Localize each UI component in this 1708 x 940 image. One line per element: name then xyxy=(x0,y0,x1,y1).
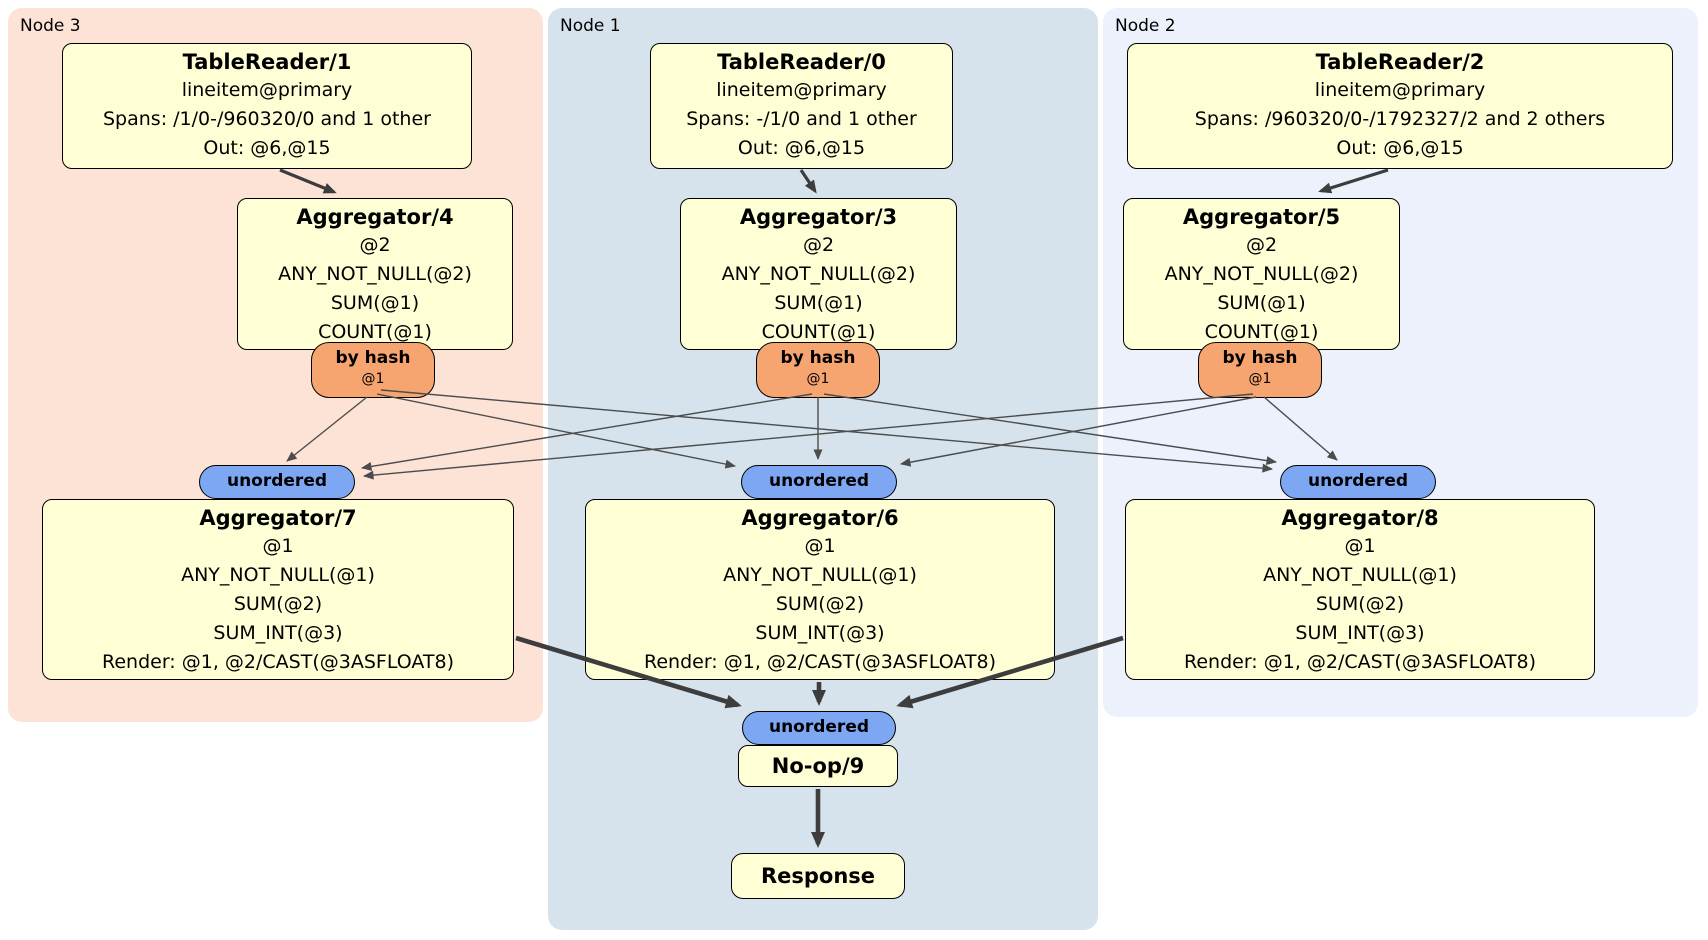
processor-line: Out: @6,@15 xyxy=(203,137,331,159)
router-detail: @1 xyxy=(361,371,385,387)
tablereader-2-box: TableReader/2 lineitem@primary Spans: /9… xyxy=(1127,43,1673,169)
sync-unordered-node3: unordered xyxy=(199,465,355,499)
processor-line: SUM_INT(@3) xyxy=(1295,622,1425,644)
panel-label-node3: Node 3 xyxy=(20,16,81,36)
panel-label-node1: Node 1 xyxy=(560,16,621,36)
processor-line: SUM(@1) xyxy=(1217,292,1306,314)
sync-unordered-node2: unordered xyxy=(1280,465,1436,499)
processor-line: ANY_NOT_NULL(@2) xyxy=(721,263,916,285)
processor-line: COUNT(@1) xyxy=(761,321,876,343)
processor-line: ANY_NOT_NULL(@1) xyxy=(1263,564,1457,586)
processor-title: Aggregator/6 xyxy=(741,506,899,530)
processor-line: Spans: /1/0-/960320/0 and 1 other xyxy=(103,108,431,130)
processor-line: @2 xyxy=(1245,234,1278,256)
processor-line: @1 xyxy=(804,535,836,557)
processor-line: COUNT(@1) xyxy=(318,321,432,343)
processor-line: SUM_INT(@3) xyxy=(755,622,885,644)
processor-line: COUNT(@1) xyxy=(1204,321,1319,343)
aggregator-8-box: Aggregator/8 @1 ANY_NOT_NULL(@1) SUM(@2)… xyxy=(1125,499,1595,680)
processor-line: @1 xyxy=(1344,535,1376,557)
processor-line: lineitem@primary xyxy=(716,79,887,101)
aggregator-4-box: Aggregator/4 @2 ANY_NOT_NULL(@2) SUM(@1)… xyxy=(237,198,513,350)
router-label: by hash xyxy=(1222,348,1298,368)
noop-box: No-op/9 xyxy=(738,745,898,787)
router-label: by hash xyxy=(780,348,856,368)
processor-line: lineitem@primary xyxy=(181,79,353,101)
processor-line: lineitem@primary xyxy=(1314,79,1486,101)
processor-line: Out: @6,@15 xyxy=(1336,137,1464,159)
processor-line: ANY_NOT_NULL(@2) xyxy=(278,263,472,285)
aggregator-7-box: Aggregator/7 @1 ANY_NOT_NULL(@1) SUM(@2)… xyxy=(42,499,514,680)
processor-title: Aggregator/8 xyxy=(1281,506,1439,530)
router-detail: @1 xyxy=(1248,371,1272,387)
processor-line: @1 xyxy=(262,535,294,557)
router-label: by hash xyxy=(335,348,411,368)
processor-line: ANY_NOT_NULL(@2) xyxy=(1164,263,1359,285)
router-by-hash-node1: by hash @1 xyxy=(756,342,880,398)
processor-title: Aggregator/4 xyxy=(296,205,454,229)
sync-unordered-final: unordered xyxy=(742,711,896,745)
processor-line: SUM(@1) xyxy=(330,292,420,314)
processor-line: SUM(@2) xyxy=(1315,593,1405,615)
tablereader-0-box: TableReader/0 lineitem@primary Spans: -/… xyxy=(650,43,953,169)
processor-line: Render: @1, @2/CAST(@3ASFLOAT8) xyxy=(102,651,454,673)
processor-line: @2 xyxy=(359,234,391,256)
processor-line: SUM(@1) xyxy=(774,292,863,314)
processor-title: Aggregator/3 xyxy=(739,205,898,229)
processor-line: Render: @1, @2/CAST(@3ASFLOAT8) xyxy=(1184,651,1536,673)
processor-title: Aggregator/7 xyxy=(199,506,357,530)
aggregator-5-box: Aggregator/5 @2 ANY_NOT_NULL(@2) SUM(@1)… xyxy=(1123,198,1400,350)
processor-title: TableReader/2 xyxy=(1315,50,1485,74)
tablereader-1-box: TableReader/1 lineitem@primary Spans: /1… xyxy=(62,43,472,169)
aggregator-3-box: Aggregator/3 @2 ANY_NOT_NULL(@2) SUM(@1)… xyxy=(680,198,957,350)
router-by-hash-node2: by hash @1 xyxy=(1198,342,1322,398)
response-box: Response xyxy=(731,853,905,899)
aggregator-6-box: Aggregator/6 @1 ANY_NOT_NULL(@1) SUM(@2)… xyxy=(585,499,1055,680)
sync-unordered-node1: unordered xyxy=(741,465,897,499)
processor-line: Out: @6,@15 xyxy=(737,137,866,159)
processor-line: Spans: -/1/0 and 1 other xyxy=(686,108,917,130)
router-detail: @1 xyxy=(806,371,830,387)
panel-label-node2: Node 2 xyxy=(1115,16,1176,36)
processor-line: SUM_INT(@3) xyxy=(213,622,343,644)
processor-line: ANY_NOT_NULL(@1) xyxy=(723,564,917,586)
processor-title: TableReader/1 xyxy=(182,50,352,74)
router-by-hash-node3: by hash @1 xyxy=(311,342,435,398)
processor-line: SUM(@2) xyxy=(775,593,865,615)
processor-line: Render: @1, @2/CAST(@3ASFLOAT8) xyxy=(644,651,996,673)
processor-line: SUM(@2) xyxy=(233,593,323,615)
processor-line: @2 xyxy=(802,234,835,256)
processor-line: ANY_NOT_NULL(@1) xyxy=(181,564,375,586)
processor-line: Spans: /960320/0-/1792327/2 and 2 others xyxy=(1194,108,1606,130)
processor-title: TableReader/0 xyxy=(717,50,886,74)
processor-title: Aggregator/5 xyxy=(1182,205,1341,229)
